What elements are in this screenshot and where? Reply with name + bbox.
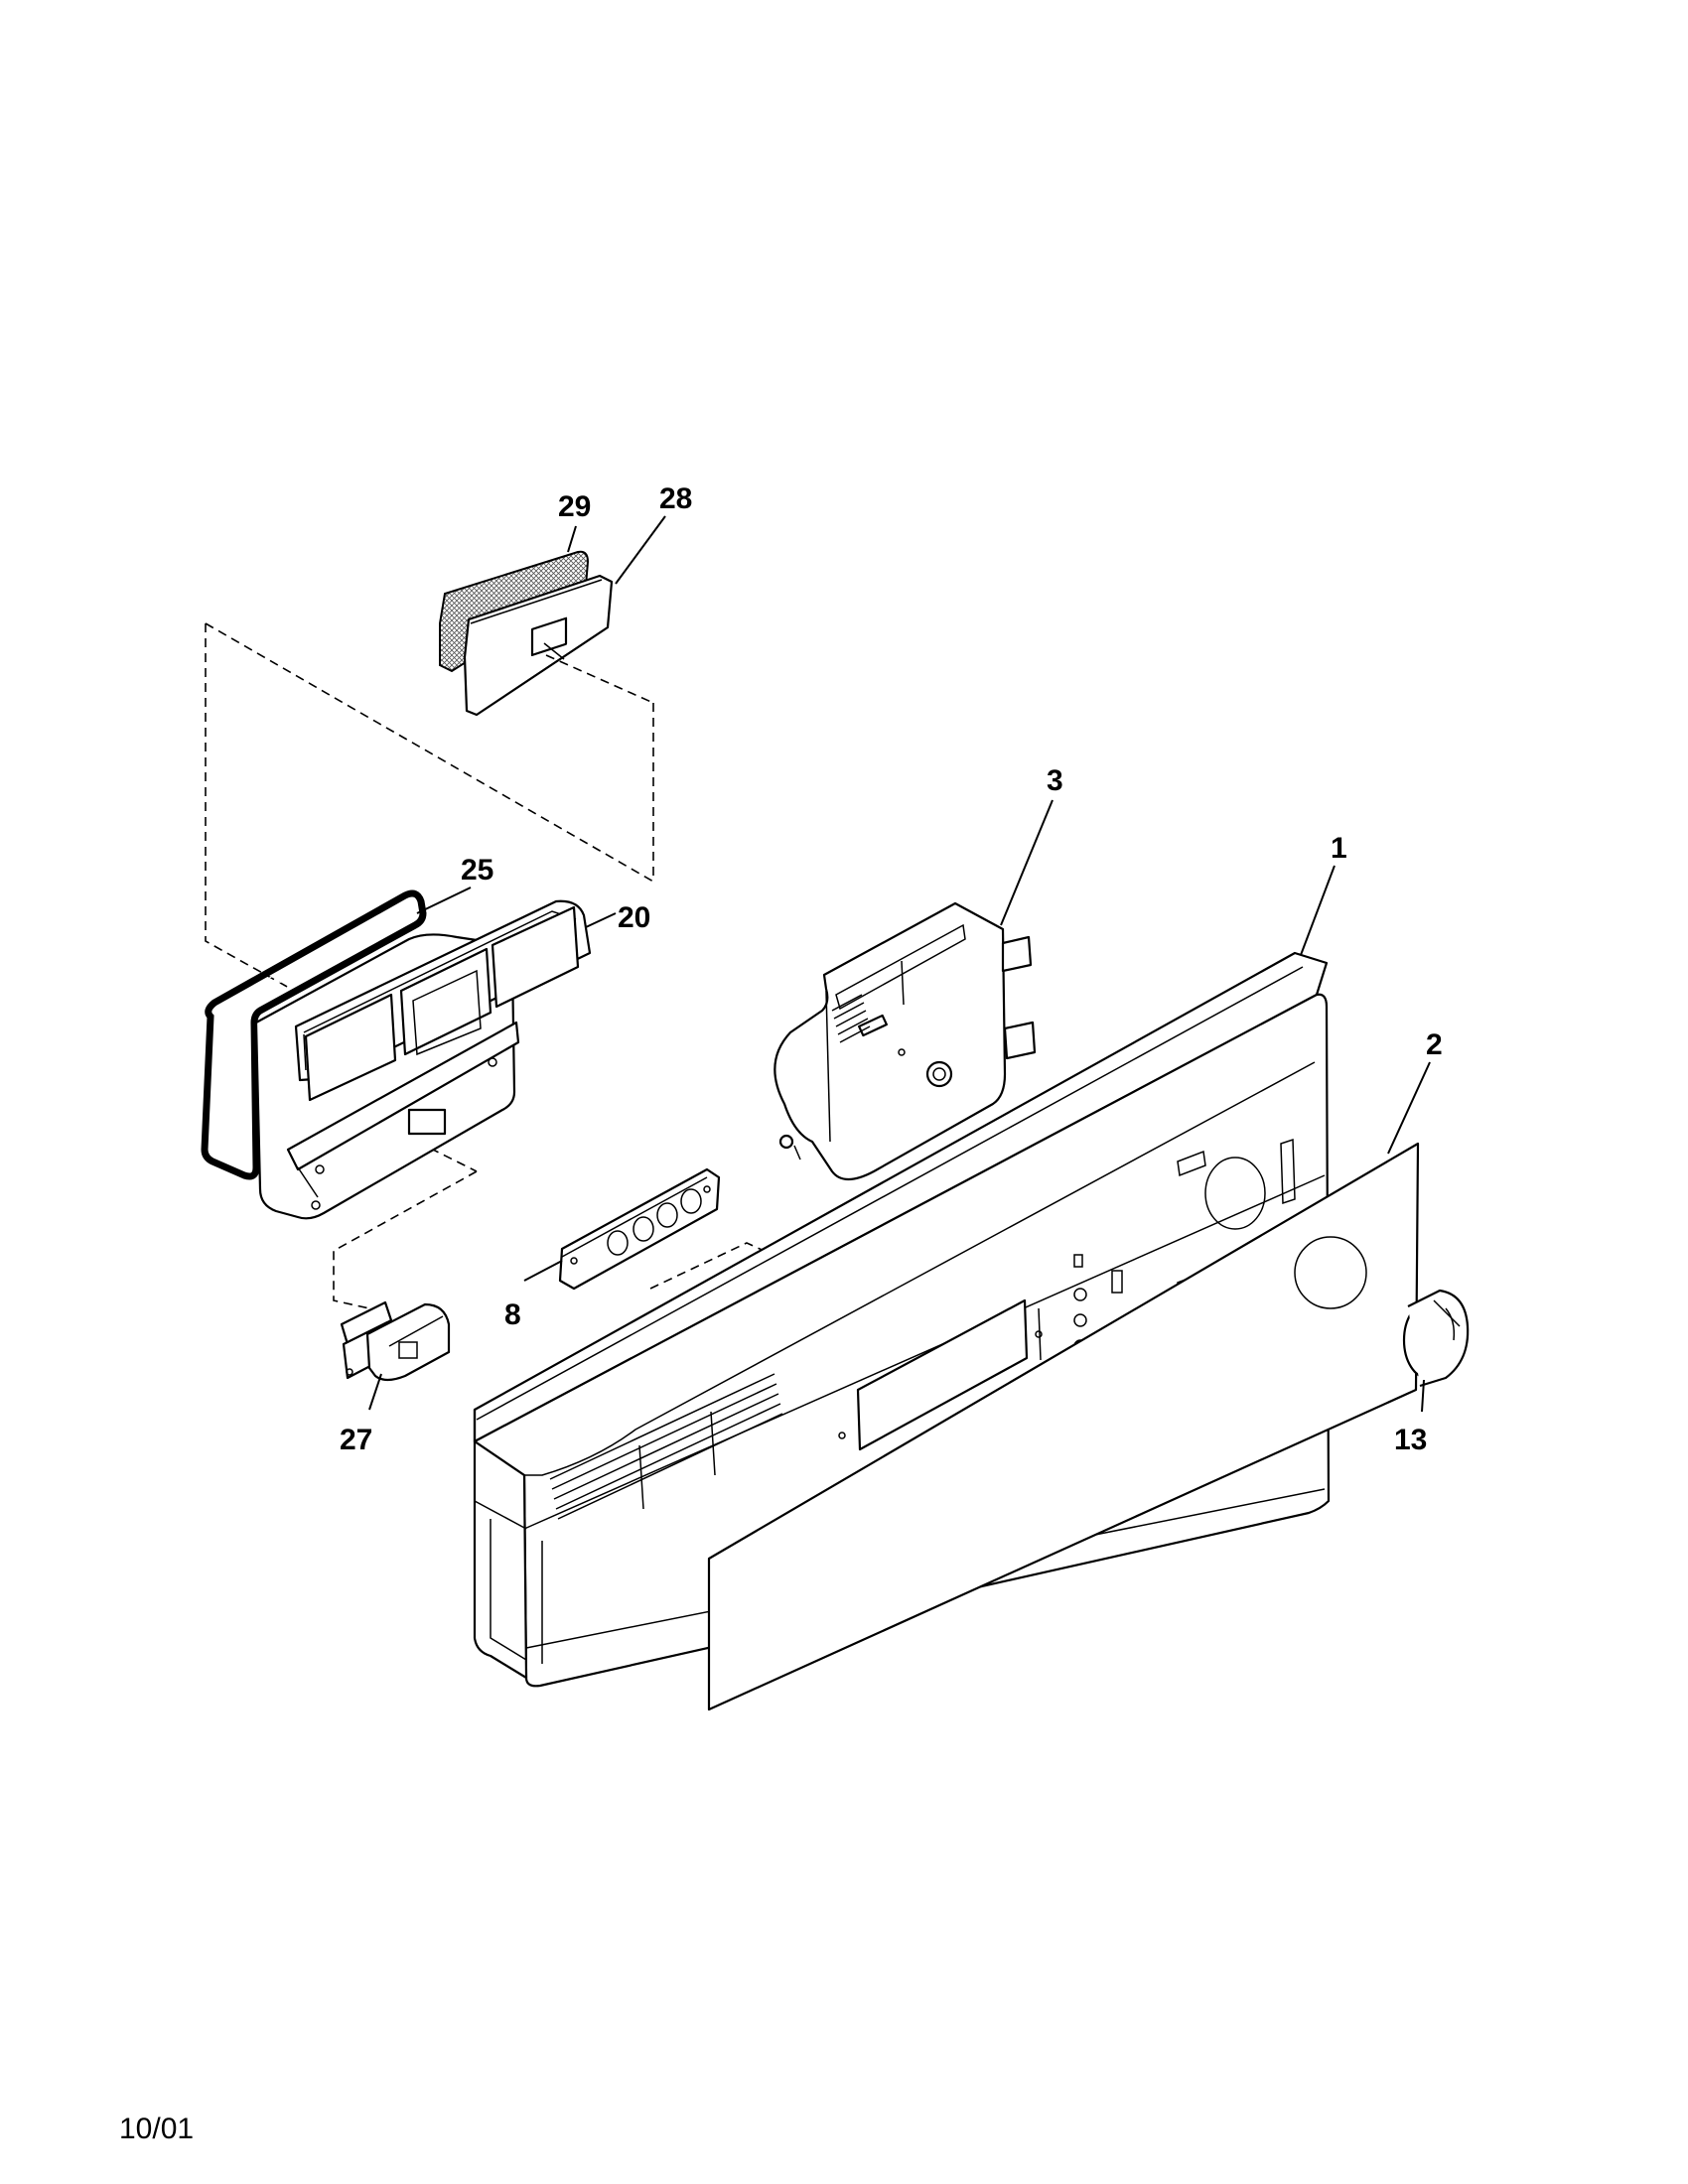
callout-27: 27 [340, 1424, 372, 1456]
callout-8: 8 [504, 1298, 521, 1331]
callout-25: 25 [461, 854, 493, 887]
part-28-filter-cover [463, 574, 614, 717]
callout-20: 20 [618, 901, 650, 934]
callout-28: 28 [659, 482, 692, 515]
callout-29: 29 [558, 490, 591, 523]
footer-date: 10/01 [119, 2113, 195, 2145]
callout-3: 3 [1047, 764, 1063, 797]
part-2-overlay [707, 1142, 1420, 1711]
callout-2: 2 [1426, 1028, 1443, 1061]
part-8-switch [558, 1167, 721, 1291]
leader-lines [368, 515, 1431, 1413]
part-13-knob [1402, 1289, 1470, 1388]
part-25-gasket [201, 889, 427, 1180]
part-27-connector [340, 1300, 451, 1382]
callout-13: 13 [1394, 1424, 1427, 1456]
part-20-dispenser-housing [254, 899, 592, 1220]
callout-labels: 29 28 3 1 25 20 2 8 27 13 [340, 482, 1443, 1456]
callout-1: 1 [1331, 832, 1347, 865]
part-3-timer [774, 901, 1037, 1181]
